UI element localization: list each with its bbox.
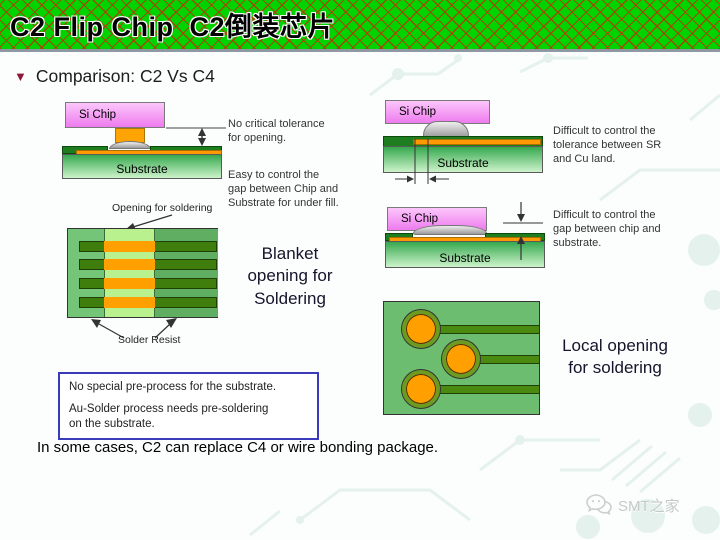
note-box-line2: Au-Solder process needs pre-soldering on… <box>69 402 269 430</box>
wechat-icon <box>586 494 612 516</box>
copper-trace-bar <box>79 259 217 270</box>
local-opening-pad <box>402 370 440 408</box>
copper-trace-bar <box>79 241 217 252</box>
c2-note-tolerance: No critical tolerance for opening. <box>228 118 325 145</box>
copper-trace <box>434 385 540 394</box>
section-heading-text: Comparison: C2 Vs C4 <box>35 66 215 86</box>
local-opening-pad <box>402 310 440 348</box>
c4-gap-diagram: Si Chip Substrate <box>385 205 545 270</box>
triangle-bullet-icon: ▼ <box>14 69 27 84</box>
watermark: SMT之家 <box>585 493 680 517</box>
c2-notes: No critical tolerance for opening. Easy … <box>228 103 363 234</box>
local-board <box>383 301 540 415</box>
exposed-pad-segment <box>104 297 155 308</box>
c2-substrate-label: Substrate <box>116 162 168 176</box>
c2-note-gap: Easy to control the gap between Chip and… <box>228 169 339 210</box>
c4-sr-si-chip-label: Si Chip <box>399 106 437 118</box>
c2-substrate: Substrate <box>62 154 222 179</box>
opening-for-soldering-label: Opening for soldering <box>112 202 213 214</box>
c4-gap-collapsed-solder <box>413 225 487 235</box>
title-banner: C2 Flip Chip C2倒装芯片 <box>0 0 720 52</box>
blanket-board <box>67 228 218 318</box>
watermark-label: SMT之家 <box>618 497 680 515</box>
solder-resist-pointer-arrows <box>91 318 177 339</box>
c2-si-chip-label: Si Chip <box>79 109 117 121</box>
section-heading: ▼ Comparison: C2 Vs C4 <box>14 66 215 87</box>
c4-gap-si-chip-label: Si Chip <box>401 213 439 225</box>
c4-gap-substrate-label: Substrate <box>439 251 491 265</box>
c4-sr-substrate: Substrate <box>383 146 543 173</box>
c4-gap-measure-arrows <box>503 202 543 260</box>
substrate-note-box: No special pre-process for the substrate… <box>58 372 319 440</box>
c4-sr-cu-land <box>413 139 541 145</box>
copper-trace-bar <box>79 278 217 289</box>
c4-gap-note: Difficult to control the gap between chi… <box>553 209 661 250</box>
c2-si-chip: Si Chip <box>65 102 165 128</box>
solder-resist-label: Solder Resist <box>118 334 181 346</box>
copper-trace-bar <box>79 297 217 308</box>
c4-gap-substrate: Substrate <box>385 241 545 268</box>
local-opening-pad <box>442 340 480 378</box>
c4-sr-note: Difficult to control the tolerance betwe… <box>553 125 662 166</box>
exposed-pad-segment <box>104 259 155 270</box>
copper-trace <box>434 325 540 334</box>
slide-title: C2 Flip Chip C2倒装芯片 <box>10 12 336 42</box>
c2-cross-section-diagram: Si Chip Substrate <box>62 100 234 182</box>
exposed-pad-segment <box>104 241 155 252</box>
c4-sr-tolerance-arrows <box>395 139 449 184</box>
c4-sr-substrate-label: Substrate <box>437 156 489 170</box>
note-box-line1: No special pre-process for the substrate… <box>69 381 277 393</box>
conclusion-text: In some cases, C2 can replace C4 or wire… <box>37 439 439 456</box>
c2-gap-arrow <box>166 127 226 146</box>
copper-trace <box>474 355 540 364</box>
exposed-pad-segment <box>104 278 155 289</box>
blanket-caption: Blanket opening for Soldering <box>247 244 333 308</box>
c4-sr-diagram: Si Chip Substrate <box>383 100 548 192</box>
local-caption: Local opening for soldering <box>562 336 668 378</box>
